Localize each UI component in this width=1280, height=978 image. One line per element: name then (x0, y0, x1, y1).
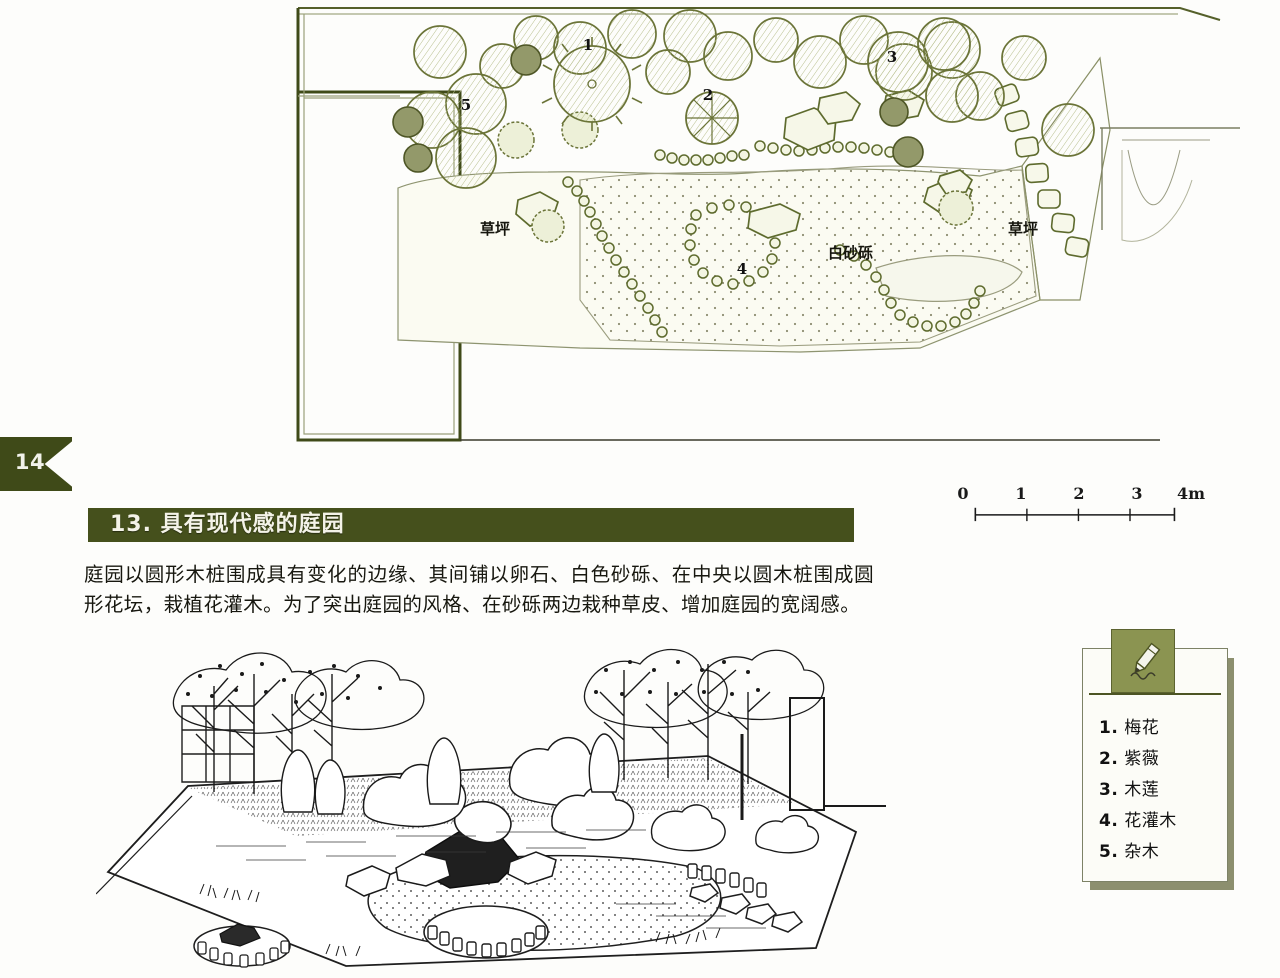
scale-tick-label-2: 2 (1073, 484, 1085, 503)
legend-item-5: 5. 杂木 (1099, 837, 1227, 868)
plan-label-lawn-right: 草坪 (1008, 220, 1038, 238)
legend-item-4: 4. 花灌木 (1099, 806, 1227, 837)
legend-item-5-num: 5. (1099, 842, 1119, 862)
legend-item-3: 3. 木莲 (1099, 775, 1227, 806)
plan-marker-2: 2 (703, 86, 713, 104)
legend-item-1: 1. 梅花 (1099, 713, 1227, 744)
garden-plan-drawing: 1 2 3 4 5 草坪 白砂砾 草坪 (280, 0, 1240, 480)
legend-item-2-name: 紫薇 (1124, 749, 1160, 769)
legend-item-2-num: 2. (1099, 749, 1119, 769)
plan-label-gravel: 白砂砾 (828, 244, 873, 262)
page-number: 14 (14, 450, 46, 474)
scale-bar: 0 1 2 3 4m (955, 484, 1205, 528)
scale-end-label: 4m (1176, 484, 1206, 503)
section-title-text: 13. 具有现代感的庭园 (110, 512, 345, 537)
scale-bar-labels: 0 1 2 3 4m (955, 484, 1205, 504)
legend-card-body: 1. 梅花 2. 紫薇 3. 木莲 4. 花灌木 5. 杂木 (1082, 629, 1228, 882)
scale-bar-ruler (974, 507, 1176, 522)
scale-tick-label-0: 0 (957, 484, 969, 503)
section-body-text: 庭园以圆形木桩围成具有变化的边缘、其间铺以卵石、白色砂砾、在中央以圆木桩围成圆形… (84, 563, 874, 616)
plan-marker-1: 1 (583, 36, 593, 54)
section-title-bar: 13. 具有现代感的庭园 (88, 508, 854, 542)
scale-tick-label-3: 3 (1131, 484, 1143, 503)
scale-tick-label-1: 1 (1015, 484, 1027, 503)
legend-item-3-name: 木莲 (1124, 780, 1160, 800)
legend-item-5-name: 杂木 (1124, 842, 1160, 862)
page-number-tab: 14 (0, 437, 72, 491)
section-body: 庭园以圆形木桩围成具有变化的边缘、其间铺以卵石、白色砂砾、在中央以圆木桩围成圆形… (84, 560, 874, 620)
legend-item-2: 2. 紫薇 (1099, 744, 1227, 775)
legend-item-1-num: 1. (1099, 718, 1119, 738)
plant-legend-card: 1. 梅花 2. 紫薇 3. 木莲 4. 花灌木 5. 杂木 (1082, 629, 1234, 890)
legend-item-4-name: 花灌木 (1124, 811, 1177, 831)
legend-item-3-num: 3. (1099, 780, 1119, 800)
plan-marker-4: 4 (737, 260, 747, 278)
legend-item-1-name: 梅花 (1124, 718, 1160, 738)
legend-list: 1. 梅花 2. 紫薇 3. 木莲 4. 花灌木 5. 杂木 (1083, 649, 1227, 868)
plan-marker-3: 3 (887, 48, 897, 66)
garden-perspective-drawing (96, 636, 886, 978)
legend-divider (1089, 693, 1221, 695)
plan-marker-5: 5 (461, 96, 471, 114)
plan-label-lawn-left: 草坪 (480, 220, 510, 238)
legend-item-4-num: 4. (1099, 811, 1119, 831)
pencil-icon (1111, 629, 1175, 693)
